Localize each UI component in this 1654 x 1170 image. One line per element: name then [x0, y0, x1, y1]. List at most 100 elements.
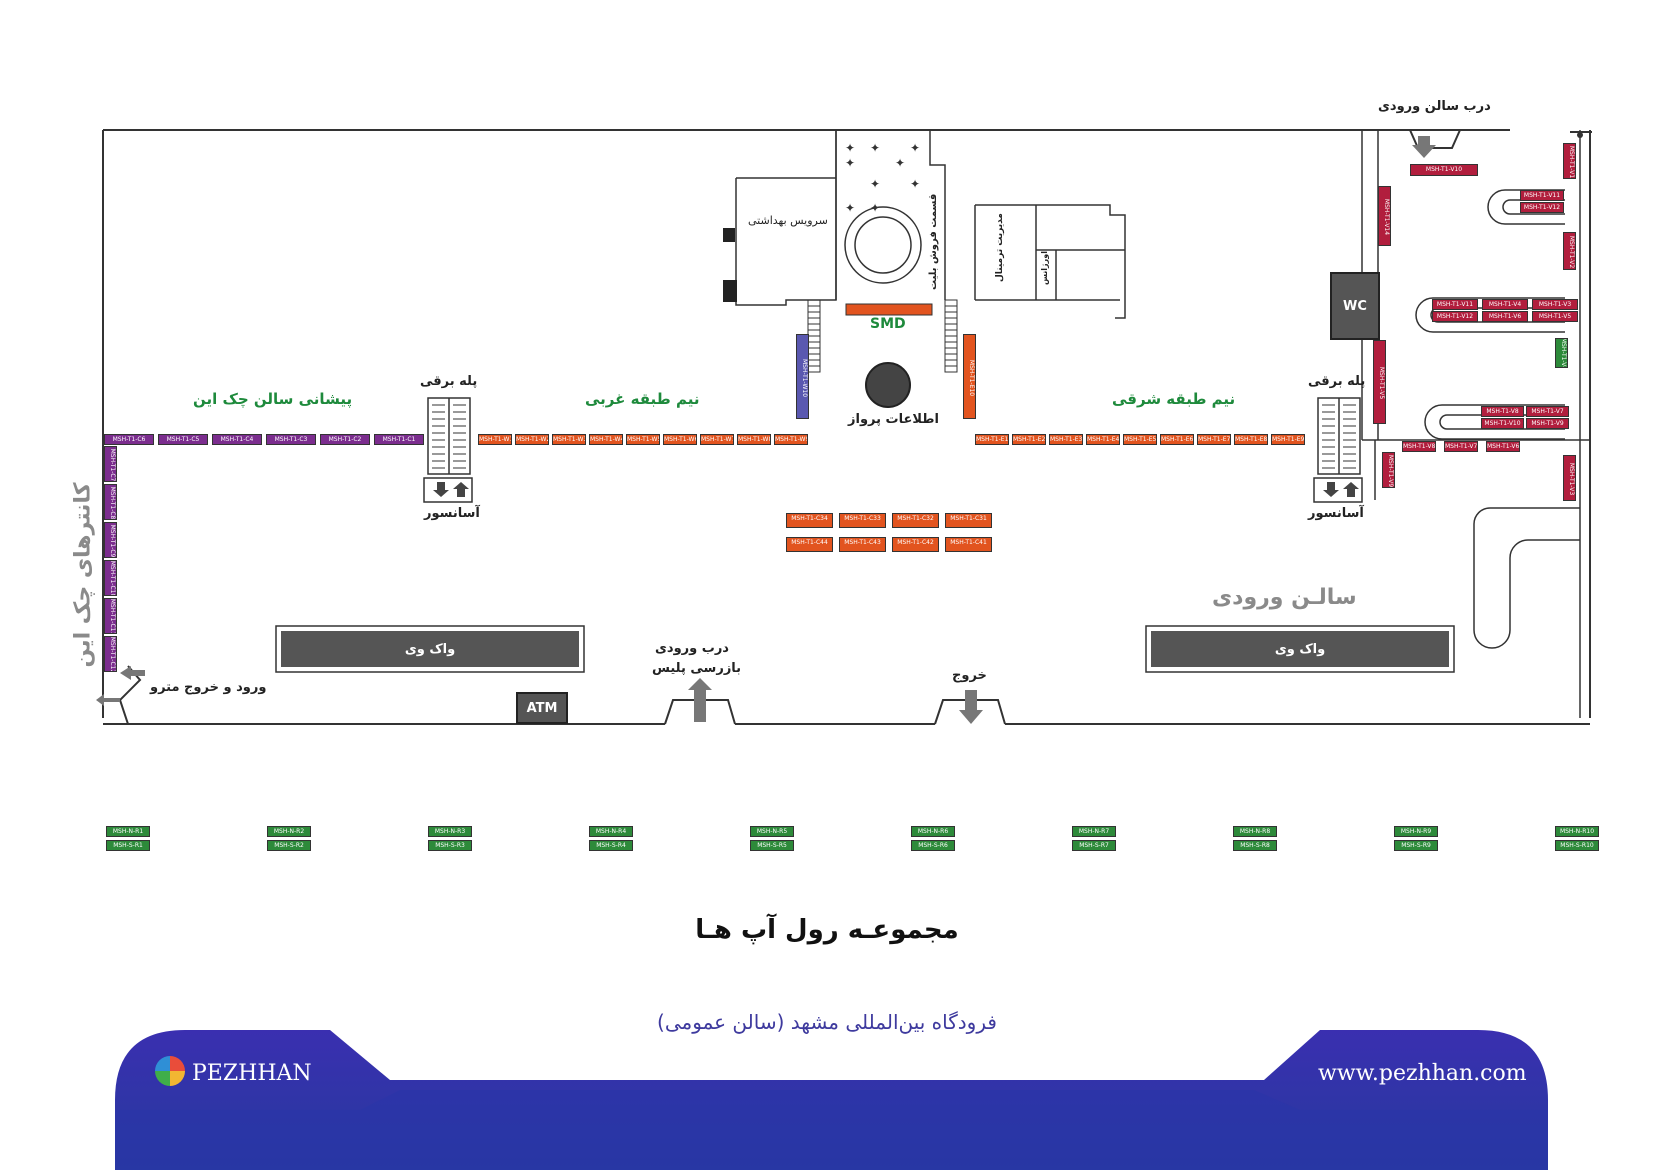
counter-msh-t1-e9[interactable]: MSH-T1-E9	[1271, 434, 1305, 445]
counter-msh-t1-c9[interactable]: MSH-T1-C9	[104, 522, 117, 558]
counter-msh-t1-w10[interactable]: MSH-T1-W10	[796, 334, 809, 419]
counter-msh-t1-v5[interactable]: MSH-T1-V5	[1532, 311, 1578, 322]
counter-label: MSH-T1-C10	[108, 560, 116, 596]
counter-msh-t1-w5[interactable]: MSH-T1-W5	[626, 434, 660, 445]
counter-msh-t1-c12[interactable]: MSH-T1-C12	[104, 636, 117, 672]
counter-msh-t1-v6[interactable]: MSH-T1-V6	[1482, 311, 1528, 322]
counter-msh-t1-e10[interactable]: MSH-T1-E10	[963, 334, 976, 419]
counter-msh-n-r9[interactable]: MSH-N-R9	[1394, 826, 1438, 837]
counter-label: MSH-T1-E8	[1235, 436, 1268, 443]
counter-msh-n-r8[interactable]: MSH-N-R8	[1233, 826, 1277, 837]
counter-msh-t1-c33[interactable]: MSH-T1-C33	[839, 513, 886, 528]
counter-msh-t1-v6[interactable]: MSH-T1-V6	[1486, 441, 1520, 452]
counter-label: MSH-T1-E6	[1161, 436, 1194, 443]
counter-msh-t1-c32[interactable]: MSH-T1-C32	[892, 513, 939, 528]
counter-msh-t1-e1[interactable]: MSH-T1-E1	[975, 434, 1009, 445]
counter-msh-t1-c6[interactable]: MSH-T1-C6	[104, 434, 154, 445]
counter-msh-t1-w2[interactable]: MSH-T1-W2	[515, 434, 549, 445]
counter-msh-t1-c43[interactable]: MSH-T1-C43	[839, 537, 886, 552]
counter-msh-t1-c10[interactable]: MSH-T1-C10	[104, 560, 117, 596]
counter-msh-n-r6[interactable]: MSH-N-R6	[911, 826, 955, 837]
counter-msh-t1-v4[interactable]: MSH-T1-V4	[1555, 338, 1568, 368]
counter-label: MSH-T1-V9	[1531, 420, 1564, 427]
counter-msh-t1-e2[interactable]: MSH-T1-E2	[1012, 434, 1046, 445]
counter-msh-t1-v12[interactable]: MSH-T1-V12	[1432, 311, 1478, 322]
counter-msh-t1-e6[interactable]: MSH-T1-E6	[1160, 434, 1194, 445]
counter-label: MSH-S-R6	[918, 842, 948, 849]
counter-msh-t1-v8[interactable]: MSH-T1-V8	[1402, 441, 1436, 452]
counter-msh-s-r2[interactable]: MSH-S-R2	[267, 840, 311, 851]
counter-msh-n-r5[interactable]: MSH-N-R5	[750, 826, 794, 837]
counter-msh-t1-c1[interactable]: MSH-T1-C1	[374, 434, 424, 445]
counter-msh-t1-v12[interactable]: MSH-T1-V12	[1520, 202, 1564, 213]
counter-msh-s-r7[interactable]: MSH-S-R7	[1072, 840, 1116, 851]
counter-msh-s-r6[interactable]: MSH-S-R6	[911, 840, 955, 851]
counter-msh-t1-w6[interactable]: MSH-T1-W6	[663, 434, 697, 445]
ticket-sales-label: قسمت فروش بلیت	[928, 193, 939, 290]
counter-msh-n-r10[interactable]: MSH-N-R10	[1555, 826, 1599, 837]
counter-msh-t1-v9[interactable]: MSH-T1-V9	[1382, 452, 1395, 488]
counter-msh-n-r2[interactable]: MSH-N-R2	[267, 826, 311, 837]
counter-msh-t1-v7[interactable]: MSH-T1-V7	[1444, 441, 1478, 452]
counter-msh-t1-v3[interactable]: MSH-T1-V3	[1563, 455, 1576, 501]
counter-msh-n-r1[interactable]: MSH-N-R1	[106, 826, 150, 837]
counter-msh-t1-v3[interactable]: MSH-T1-V3	[1532, 299, 1578, 310]
counter-msh-t1-v5[interactable]: MSH-T1-V5	[1373, 340, 1386, 424]
counter-msh-t1-w9[interactable]: MSH-T1-W9	[774, 434, 808, 445]
counter-msh-t1-w1[interactable]: MSH-T1-W1	[478, 434, 512, 445]
counter-msh-t1-w3[interactable]: MSH-T1-W3	[552, 434, 586, 445]
counter-msh-t1-v11[interactable]: MSH-T1-V11	[1432, 299, 1478, 310]
svg-text:✦: ✦	[910, 141, 920, 155]
counter-msh-t1-v14[interactable]: MSH-T1-V14	[1378, 186, 1391, 246]
website-link[interactable]: www.pezhhan.com	[1318, 1061, 1527, 1086]
counter-msh-t1-v10[interactable]: MSH-T1-V10	[1410, 164, 1478, 176]
counter-msh-t1-c42[interactable]: MSH-T1-C42	[892, 537, 939, 552]
counter-msh-t1-v4[interactable]: MSH-T1-V4	[1482, 299, 1528, 310]
svg-text:✦: ✦	[870, 201, 880, 215]
counter-msh-n-r7[interactable]: MSH-N-R7	[1072, 826, 1116, 837]
counter-label: MSH-T1-C9	[108, 524, 116, 558]
counter-msh-t1-v9[interactable]: MSH-T1-V9	[1526, 418, 1569, 429]
counter-msh-t1-w8[interactable]: MSH-T1-W8	[737, 434, 771, 445]
counter-msh-t1-c41[interactable]: MSH-T1-C41	[945, 537, 992, 552]
counter-msh-t1-c7[interactable]: MSH-T1-C7	[104, 446, 117, 482]
counter-msh-s-r10[interactable]: MSH-S-R10	[1555, 840, 1599, 851]
counter-msh-s-r3[interactable]: MSH-S-R3	[428, 840, 472, 851]
counter-msh-t1-v11[interactable]: MSH-T1-V11	[1520, 190, 1564, 201]
counter-msh-t1-v10[interactable]: MSH-T1-V10	[1481, 418, 1524, 429]
counter-msh-t1-c31[interactable]: MSH-T1-C31	[945, 513, 992, 528]
counter-msh-s-r8[interactable]: MSH-S-R8	[1233, 840, 1277, 851]
counter-msh-n-r3[interactable]: MSH-N-R3	[428, 826, 472, 837]
counter-msh-n-r4[interactable]: MSH-N-R4	[589, 826, 633, 837]
counter-msh-t1-c11[interactable]: MSH-T1-C11	[104, 598, 117, 634]
counter-msh-t1-c8[interactable]: MSH-T1-C8	[104, 484, 117, 520]
counter-msh-s-r1[interactable]: MSH-S-R1	[106, 840, 150, 851]
counter-msh-t1-w4[interactable]: MSH-T1-W4	[589, 434, 623, 445]
counter-msh-t1-c44[interactable]: MSH-T1-C44	[786, 537, 833, 552]
counter-msh-t1-e4[interactable]: MSH-T1-E4	[1086, 434, 1120, 445]
counter-msh-t1-c34[interactable]: MSH-T1-C34	[786, 513, 833, 528]
counter-label: MSH-T1-C4	[220, 436, 254, 443]
counter-msh-s-r4[interactable]: MSH-S-R4	[589, 840, 633, 851]
counter-msh-t1-v7[interactable]: MSH-T1-V7	[1526, 406, 1569, 417]
counter-msh-t1-e3[interactable]: MSH-T1-E3	[1049, 434, 1083, 445]
svg-text:✦: ✦	[845, 201, 855, 215]
counter-label: MSH-T1-W2	[516, 436, 549, 443]
counter-msh-t1-c5[interactable]: MSH-T1-C5	[158, 434, 208, 445]
counter-label: MSH-T1-C6	[112, 436, 146, 443]
counter-msh-t1-v8[interactable]: MSH-T1-V8	[1481, 406, 1524, 417]
counter-msh-t1-e5[interactable]: MSH-T1-E5	[1123, 434, 1157, 445]
counter-label: MSH-T1-E9	[1272, 436, 1305, 443]
counter-msh-t1-c4[interactable]: MSH-T1-C4	[212, 434, 262, 445]
counter-msh-t1-e8[interactable]: MSH-T1-E8	[1234, 434, 1268, 445]
counter-label: MSH-T1-E10	[967, 359, 975, 396]
counter-msh-s-r5[interactable]: MSH-S-R5	[750, 840, 794, 851]
counter-msh-t1-e7[interactable]: MSH-T1-E7	[1197, 434, 1231, 445]
elevator-left-label: آسانسور	[424, 506, 480, 521]
counter-msh-t1-v1[interactable]: MSH-T1-V1	[1563, 143, 1576, 179]
counter-msh-t1-v2[interactable]: MSH-T1-V2	[1563, 232, 1576, 270]
counter-msh-s-r9[interactable]: MSH-S-R9	[1394, 840, 1438, 851]
counter-msh-t1-c3[interactable]: MSH-T1-C3	[266, 434, 316, 445]
counter-msh-t1-w7[interactable]: MSH-T1-W7	[700, 434, 734, 445]
counter-msh-t1-c2[interactable]: MSH-T1-C2	[320, 434, 370, 445]
